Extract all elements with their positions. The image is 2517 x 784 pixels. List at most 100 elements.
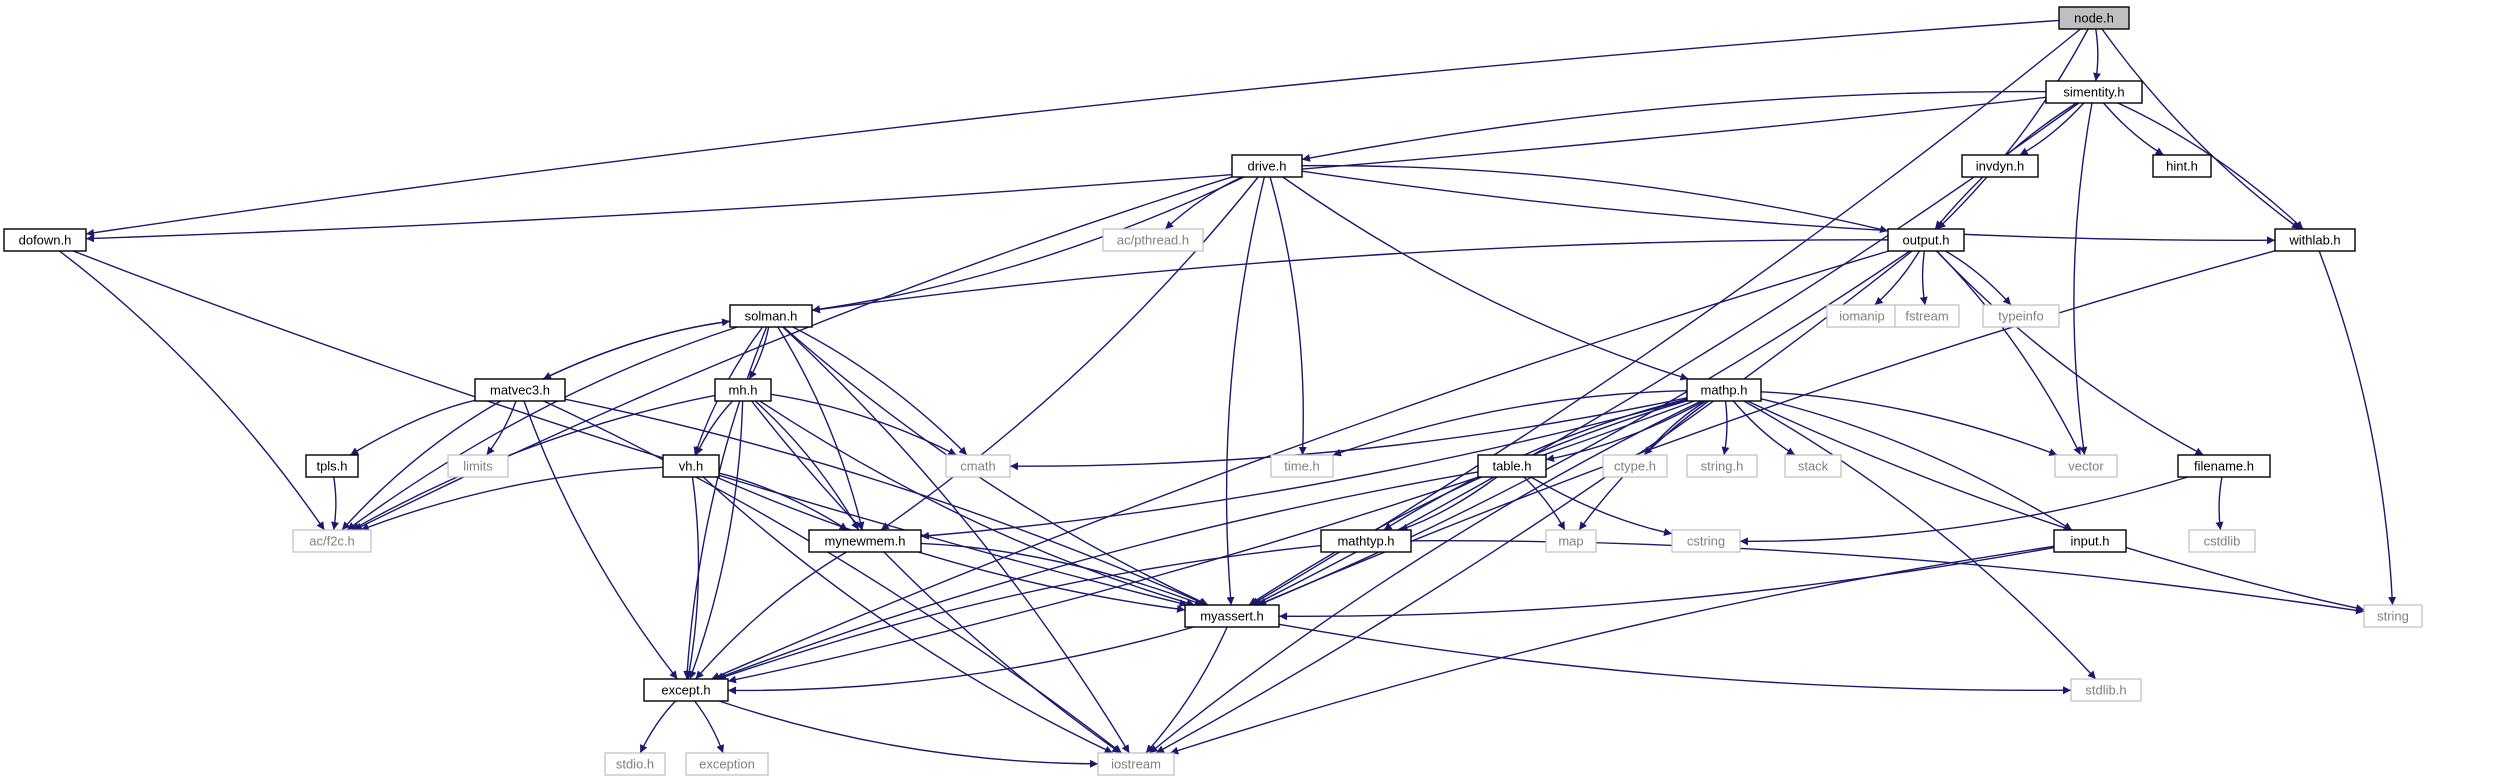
node-label: typeinfo: [1998, 309, 2044, 324]
node-vector: vector: [2054, 454, 2118, 478]
edge-solman-h-to-myassert-h: [783, 326, 1209, 606]
node-label: cstring: [1687, 534, 1725, 549]
node-label: vh.h: [679, 459, 704, 474]
edge-matvec3-h-to-ac-f2c-h: [341, 400, 502, 531]
edge-mh-h-to-cmath: [770, 393, 957, 456]
node-box: [662, 454, 720, 478]
edge-table-h-to-cstring: [1530, 476, 1673, 536]
edge-vh-h-to-iostream: [702, 476, 1114, 754]
node-cmath: cmath: [945, 454, 1011, 478]
edge-solman-h-to-cmath: [792, 326, 968, 456]
node-label: matvec3.h: [490, 383, 550, 398]
node-label: cstdlib: [2204, 534, 2241, 549]
node-mh-h[interactable]: mh.h: [714, 378, 772, 402]
node-label: mh.h: [729, 383, 758, 398]
edge-mathp-h-to-vector: [1760, 391, 2058, 456]
node-box: [2363, 604, 2423, 628]
node-table-h[interactable]: table.h: [1477, 454, 1547, 478]
edge-mynewmem-h-to-myassert-h: [920, 542, 1204, 606]
node-mathtyp-h[interactable]: mathtyp.h: [1320, 529, 1412, 553]
node-myassert-h[interactable]: myassert.h: [1184, 604, 1280, 628]
node-typeinfo: typeinfo: [1982, 304, 2060, 328]
edge-node-h-to-dofown-h: [85, 19, 2060, 237]
node-iostream: iostream: [1097, 752, 1175, 776]
node-label: table.h: [1492, 459, 1531, 474]
node-solman-h[interactable]: solman.h: [729, 304, 813, 328]
node-fstream: fstream: [1894, 304, 1960, 328]
node-label: stack: [1798, 459, 1829, 474]
node-box: [3, 228, 87, 252]
node-drive-h[interactable]: drive.h: [1231, 154, 1303, 178]
edge-filename-h-to-cstdlib: [2215, 476, 2224, 531]
node-simentity-h[interactable]: simentity.h: [2045, 80, 2143, 104]
edge-output-h-to-typeinfo: [1945, 250, 2012, 306]
node-input-h[interactable]: input.h: [2053, 529, 2127, 553]
node-tpls-h[interactable]: tpls.h: [305, 454, 359, 478]
node-box: [305, 454, 359, 478]
node-box: [729, 304, 813, 328]
edge-simentity-h-to-withlab-h: [2117, 102, 2304, 230]
node-label: stdlib.h: [2085, 683, 2126, 698]
node-label: withlab.h: [2288, 233, 2340, 248]
edge-mathtyp-h-to-except-h: [717, 544, 1322, 681]
edge-drive-h-to-output-h: [1301, 164, 1889, 234]
node-ctype-h: ctype.h: [1602, 454, 1668, 478]
node-box: [1320, 529, 1412, 553]
node-node-h[interactable]: node.h: [2058, 6, 2130, 30]
edge-table-h-to-map: [1523, 476, 1566, 531]
edge-myassert-h-to-except-h: [727, 626, 1194, 695]
node-cstring: cstring: [1671, 529, 1741, 553]
edge-myassert-h-to-stdlib-h: [1278, 623, 2072, 695]
node-box: [1686, 454, 1758, 478]
edge-mh-h-to-iostream: [751, 400, 1121, 754]
node-label: invdyn.h: [1976, 159, 2024, 174]
edge-drive-h-to-solman-h: [811, 176, 1245, 314]
node-output-h[interactable]: output.h: [1887, 228, 1965, 252]
edge-matvec3-h-to-iostream: [543, 400, 1123, 754]
node-hint-h[interactable]: hint.h: [2152, 154, 2212, 178]
node-filename-h[interactable]: filename.h: [2177, 454, 2271, 478]
node-vh-h[interactable]: vh.h: [662, 454, 720, 478]
node-map: map: [1545, 529, 1597, 553]
node-label: drive.h: [1247, 159, 1286, 174]
node-matvec3-h[interactable]: matvec3.h: [474, 378, 566, 402]
edge-drive-h-to-mathp-h: [1282, 176, 1689, 381]
node-withlab-h[interactable]: withlab.h: [2274, 228, 2356, 252]
edge-matvec3-h-to-myassert-h: [564, 398, 1208, 606]
edge-mathp-h-to-stack: [1732, 400, 1796, 456]
edge-solman-h-to-ac-f2c-h: [346, 326, 738, 531]
node-label: cmath: [960, 459, 995, 474]
edge-matvec3-h-to-tpls-h: [349, 399, 476, 456]
node-invdyn-h[interactable]: invdyn.h: [1961, 154, 2039, 178]
edge-table-h-to-mathtyp-h: [1399, 476, 1498, 532]
edge-simentity-h-to-hint-h: [2102, 102, 2165, 156]
edge-node-h-to-simentity-h: [2093, 28, 2101, 82]
node-box: [1184, 604, 1280, 628]
node-box: [808, 529, 922, 553]
edge-except-h-to-exception: [694, 700, 725, 754]
node-except-h[interactable]: except.h: [643, 678, 729, 702]
edge-vh-h-to-except-h: [685, 476, 700, 680]
edge-output-h-to-myassert-h: [1258, 250, 1911, 606]
node-box: [474, 378, 566, 402]
node-label: ctype.h: [1614, 459, 1656, 474]
node-mathp-h[interactable]: mathp.h: [1686, 378, 1762, 402]
edge-matvec3-h-to-solman-h: [542, 318, 731, 380]
edge-mathp-h-to-mynewmem-h: [920, 399, 1688, 540]
edge-matvec3-h-to-except-h: [523, 400, 678, 680]
node-box: [643, 678, 729, 702]
node-mynewmem-h[interactable]: mynewmem.h: [808, 529, 922, 553]
edge-mh-h-to-except-h: [688, 400, 744, 680]
edge-mathp-h-to-string: [1747, 400, 2365, 612]
node-box: [1097, 752, 1175, 776]
node-dofown-h[interactable]: dofown.h: [3, 228, 87, 252]
node-box: [2188, 529, 2256, 553]
node-stdlib-h: stdlib.h: [2070, 678, 2142, 702]
node-label: solman.h: [745, 309, 798, 324]
node-label: node.h: [2074, 11, 2114, 26]
node-box: [1784, 454, 1842, 478]
node-label: exception: [699, 757, 755, 772]
edge-vh-h-to-mynewmem-h: [718, 472, 849, 531]
node-label: iostream: [1111, 757, 1161, 772]
